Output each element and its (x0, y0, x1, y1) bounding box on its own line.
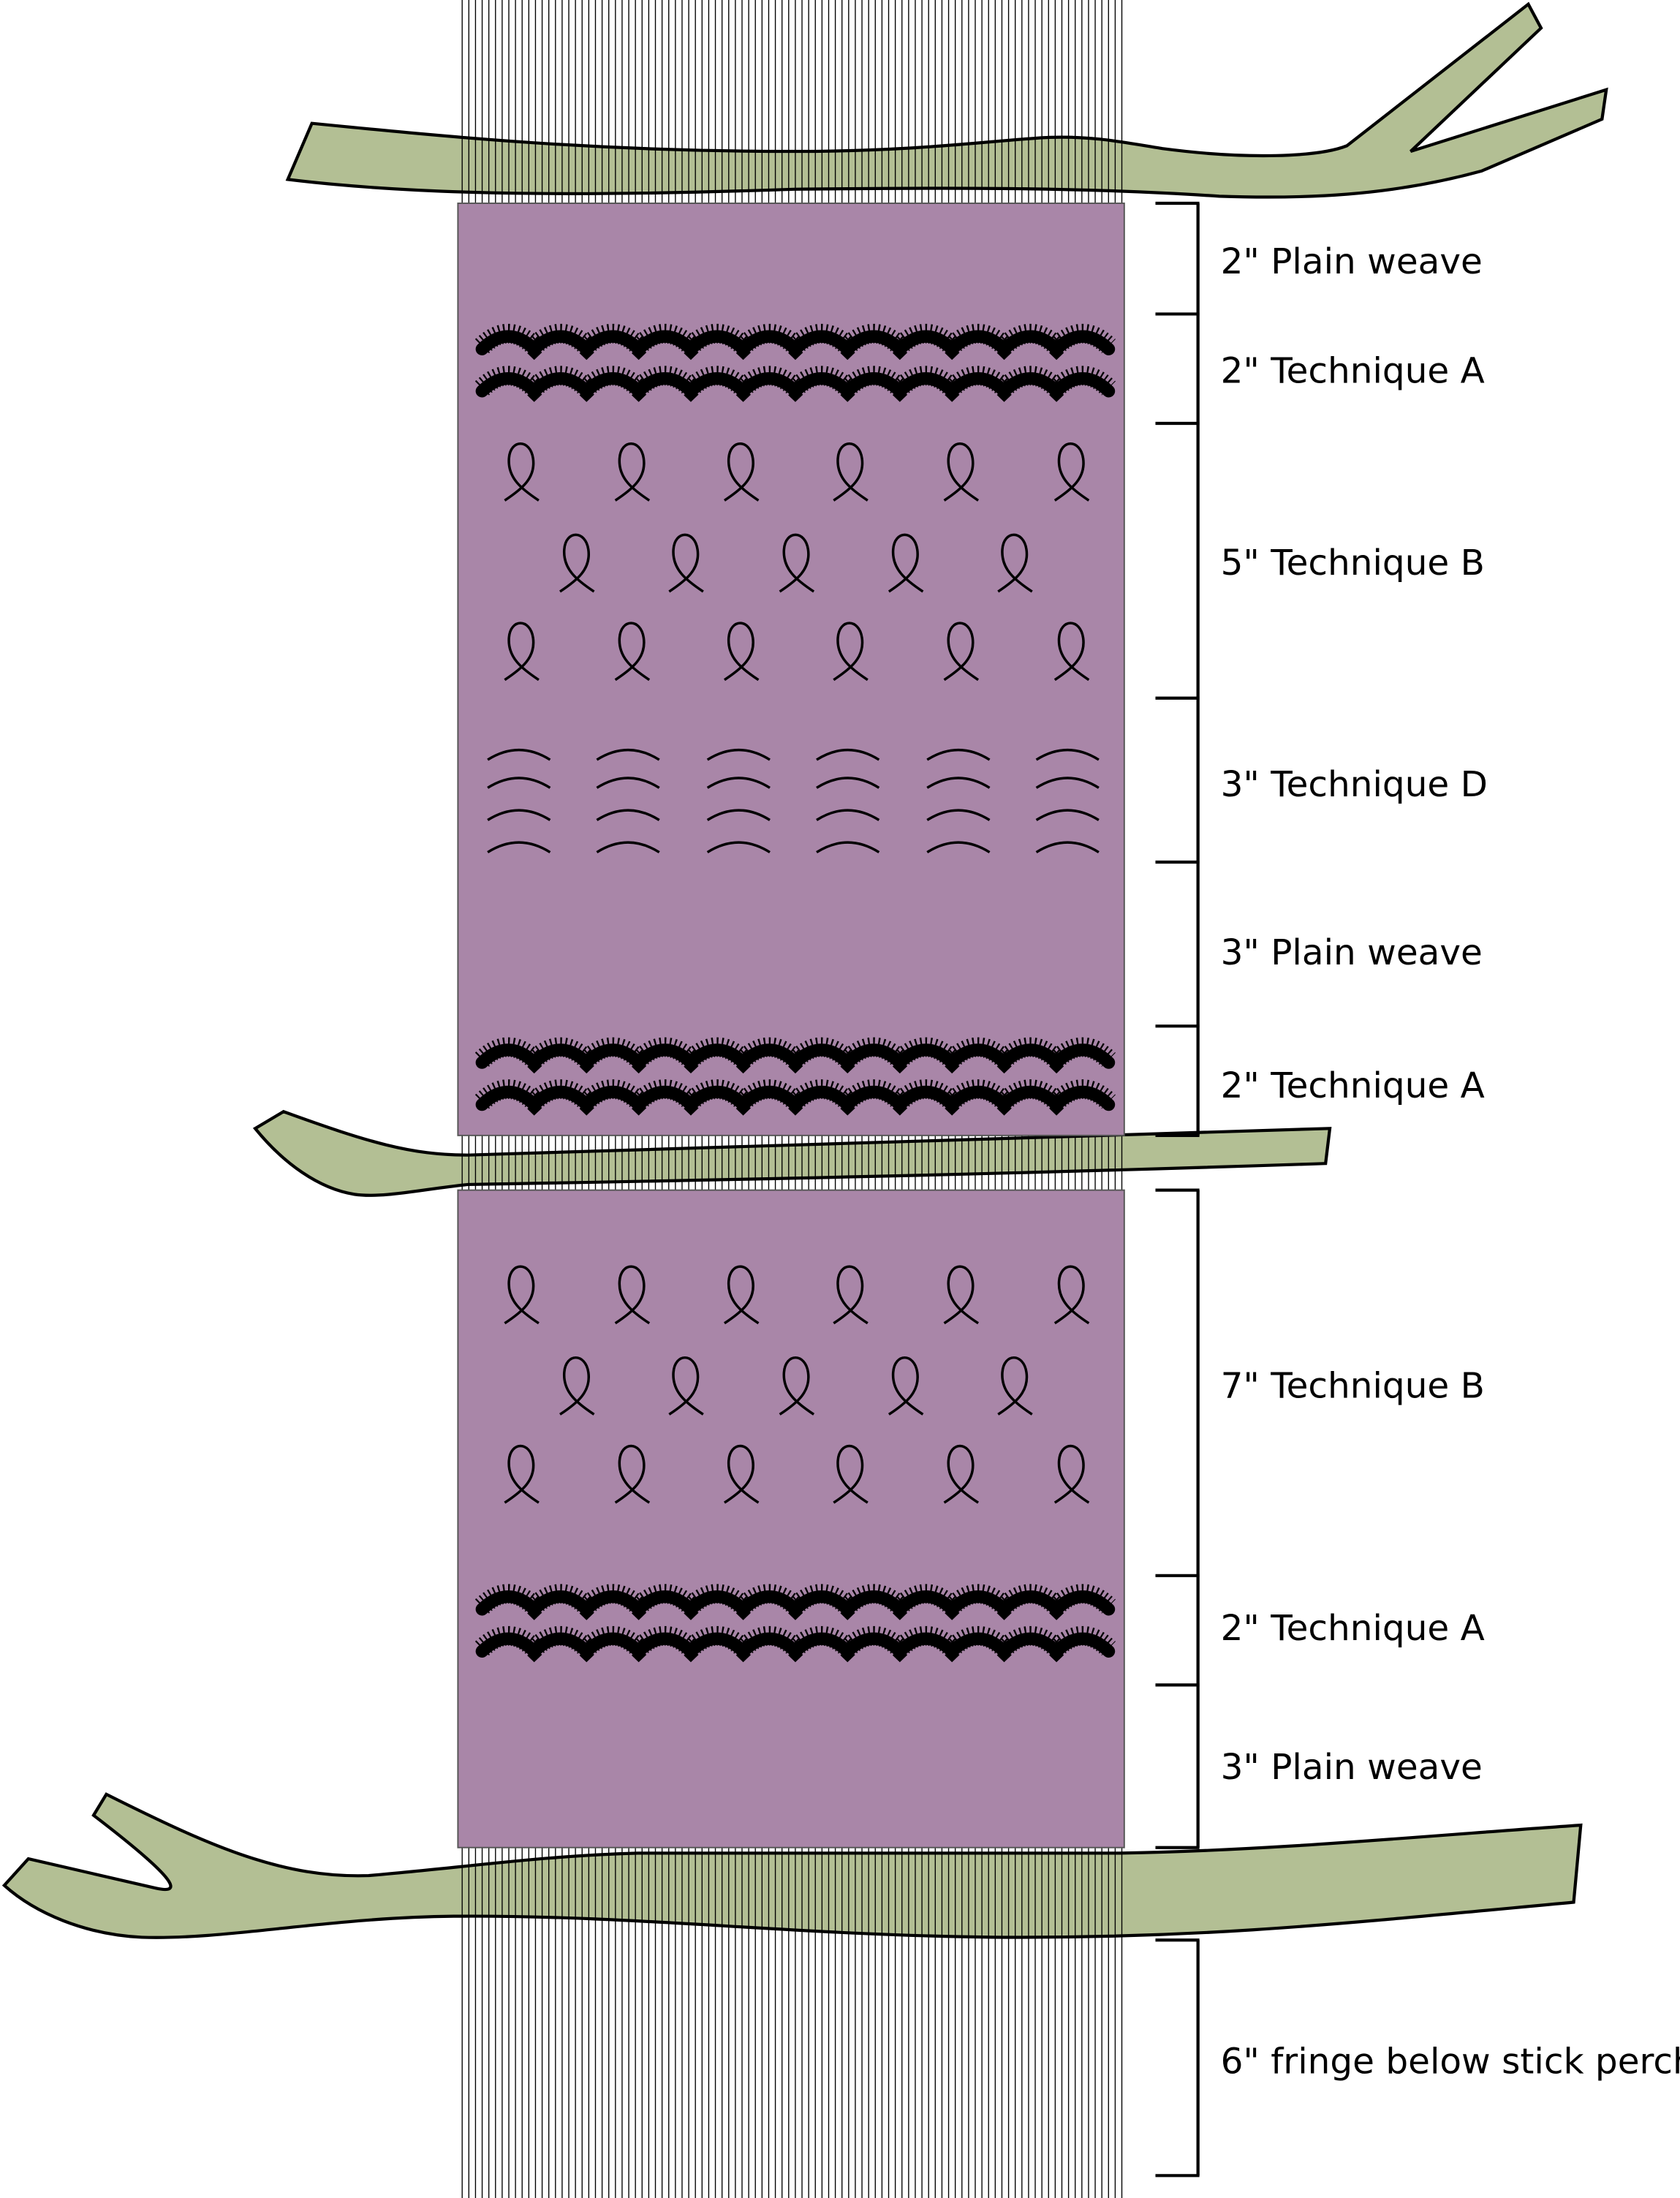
label-lower-2: 2" Technique A (1221, 1608, 1485, 1649)
label-upper-6: 2" Technique A (1221, 1065, 1485, 1106)
technique-d-arc (596, 841, 660, 854)
technique-d-arc (1035, 809, 1100, 821)
label-lower-3: 3" Plain weave (1221, 1747, 1483, 1788)
technique-d-arc (706, 777, 771, 789)
technique-b-loop (723, 1444, 760, 1504)
technique-b-loop (997, 1356, 1033, 1416)
technique-b-loop (1053, 1265, 1090, 1325)
technique-b-loop (888, 533, 924, 593)
label-lower-1: 7" Technique B (1221, 1366, 1485, 1407)
technique-a-row (474, 323, 1116, 360)
technique-d-arc (1035, 777, 1100, 789)
technique-b-loop (614, 622, 651, 681)
technique-b-loop (559, 1356, 595, 1416)
technique-motifs (474, 323, 1116, 1663)
section-brackets (1155, 201, 1200, 2178)
lower-fabric-panel (457, 1189, 1125, 1848)
technique-b-loop (779, 533, 815, 593)
technique-d-arc (816, 748, 880, 761)
technique-d-arc (926, 748, 991, 761)
label-upper-2: 2" Technique A (1221, 351, 1485, 392)
technique-a-row (474, 366, 1116, 402)
technique-b-loop (668, 1356, 704, 1416)
technique-b-loop (943, 442, 980, 502)
technique-d-arc (487, 841, 551, 854)
technique-b-loop (504, 622, 540, 681)
technique-b-loop (833, 442, 869, 502)
bottom-stick (1, 1792, 1583, 1939)
section-labels: 2" Plain weave 2" Technique A 5" Techniq… (1221, 241, 1680, 2082)
technique-b-loop (504, 1265, 540, 1325)
technique-d-arc (487, 777, 551, 789)
technique-b-loop (614, 1444, 651, 1504)
label-upper-1: 2" Plain weave (1221, 241, 1483, 282)
technique-b-loop (668, 533, 704, 593)
technique-a-row (474, 1037, 1116, 1074)
label-upper-5: 3" Plain weave (1221, 932, 1483, 973)
technique-b-loop (723, 622, 760, 681)
technique-b-loop (504, 1444, 540, 1504)
technique-b-loop (943, 622, 980, 681)
technique-a-row (474, 1625, 1116, 1663)
technique-d-arc (1035, 748, 1100, 761)
technique-a-row (474, 1079, 1116, 1116)
technique-d-arc (487, 809, 551, 821)
technique-d-arc (596, 748, 660, 761)
technique-d-arc (926, 809, 991, 821)
technique-b-loop (723, 442, 760, 502)
technique-d-arc (706, 748, 771, 761)
technique-d-arc (926, 777, 991, 789)
technique-b-loop (559, 533, 595, 593)
technique-b-loop (888, 1356, 924, 1416)
technique-d-arc (706, 809, 771, 821)
technique-d-arc (706, 841, 771, 854)
technique-a-row (474, 1584, 1116, 1620)
technique-d-arc (596, 777, 660, 789)
technique-b-loop (833, 1265, 869, 1325)
technique-b-loop (614, 442, 651, 502)
technique-d-arc (487, 748, 551, 761)
technique-b-loop (943, 1265, 980, 1325)
technique-d-arc (926, 841, 991, 854)
technique-d-arc (816, 809, 880, 821)
label-upper-3: 5" Technique B (1221, 543, 1485, 584)
technique-b-loop (833, 622, 869, 681)
technique-b-loop (943, 1444, 980, 1504)
label-upper-4: 3" Technique D (1221, 764, 1488, 805)
technique-b-loop (614, 1265, 651, 1325)
top-stick (285, 1, 1608, 199)
technique-b-loop (1053, 622, 1090, 681)
technique-b-loop (504, 442, 540, 502)
technique-d-arc (596, 809, 660, 821)
technique-b-loop (1053, 1444, 1090, 1504)
technique-b-loop (997, 533, 1033, 593)
label-fringe: 6" fringe below stick perch (1221, 2042, 1680, 2082)
technique-d-arc (1035, 841, 1100, 854)
technique-b-loop (779, 1356, 815, 1416)
upper-fabric-panel (457, 203, 1125, 1136)
technique-d-arc (816, 777, 880, 789)
technique-d-arc (816, 841, 880, 854)
technique-b-loop (723, 1265, 760, 1325)
technique-b-loop (1053, 442, 1090, 502)
technique-b-loop (833, 1444, 869, 1504)
